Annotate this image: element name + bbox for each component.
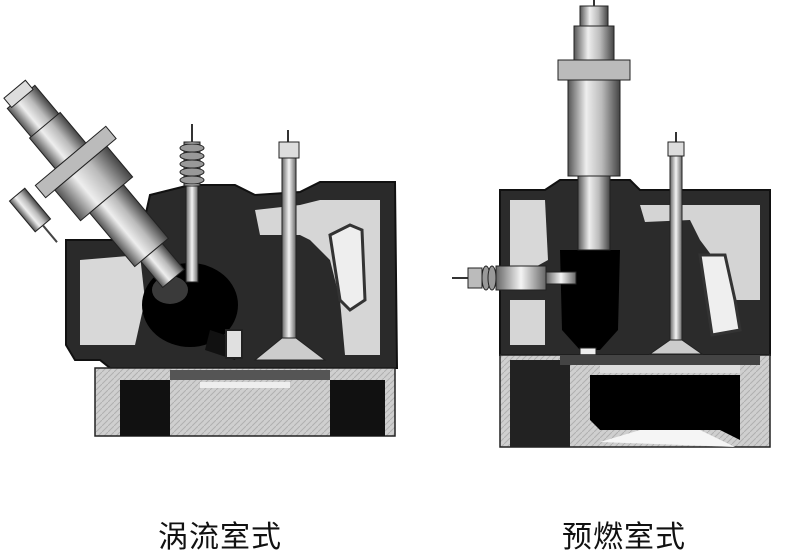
glow-plug-horizontal [452, 265, 577, 291]
injector-side-fitting [8, 187, 58, 243]
caption-precombustion-chamber: 预燃室式 [562, 520, 686, 555]
fuel-injector-vertical [557, 0, 631, 251]
precombustion-chamber [560, 250, 620, 350]
intake-valve [253, 130, 327, 361]
swirl-chamber-diagram [3, 79, 399, 437]
valve-right [648, 132, 704, 355]
caption-swirl-chamber: 涡流室式 [158, 520, 282, 555]
fuel-injector-angled [3, 79, 185, 289]
precombustion-chamber-diagram [452, 0, 771, 448]
glow-plug [179, 124, 205, 283]
